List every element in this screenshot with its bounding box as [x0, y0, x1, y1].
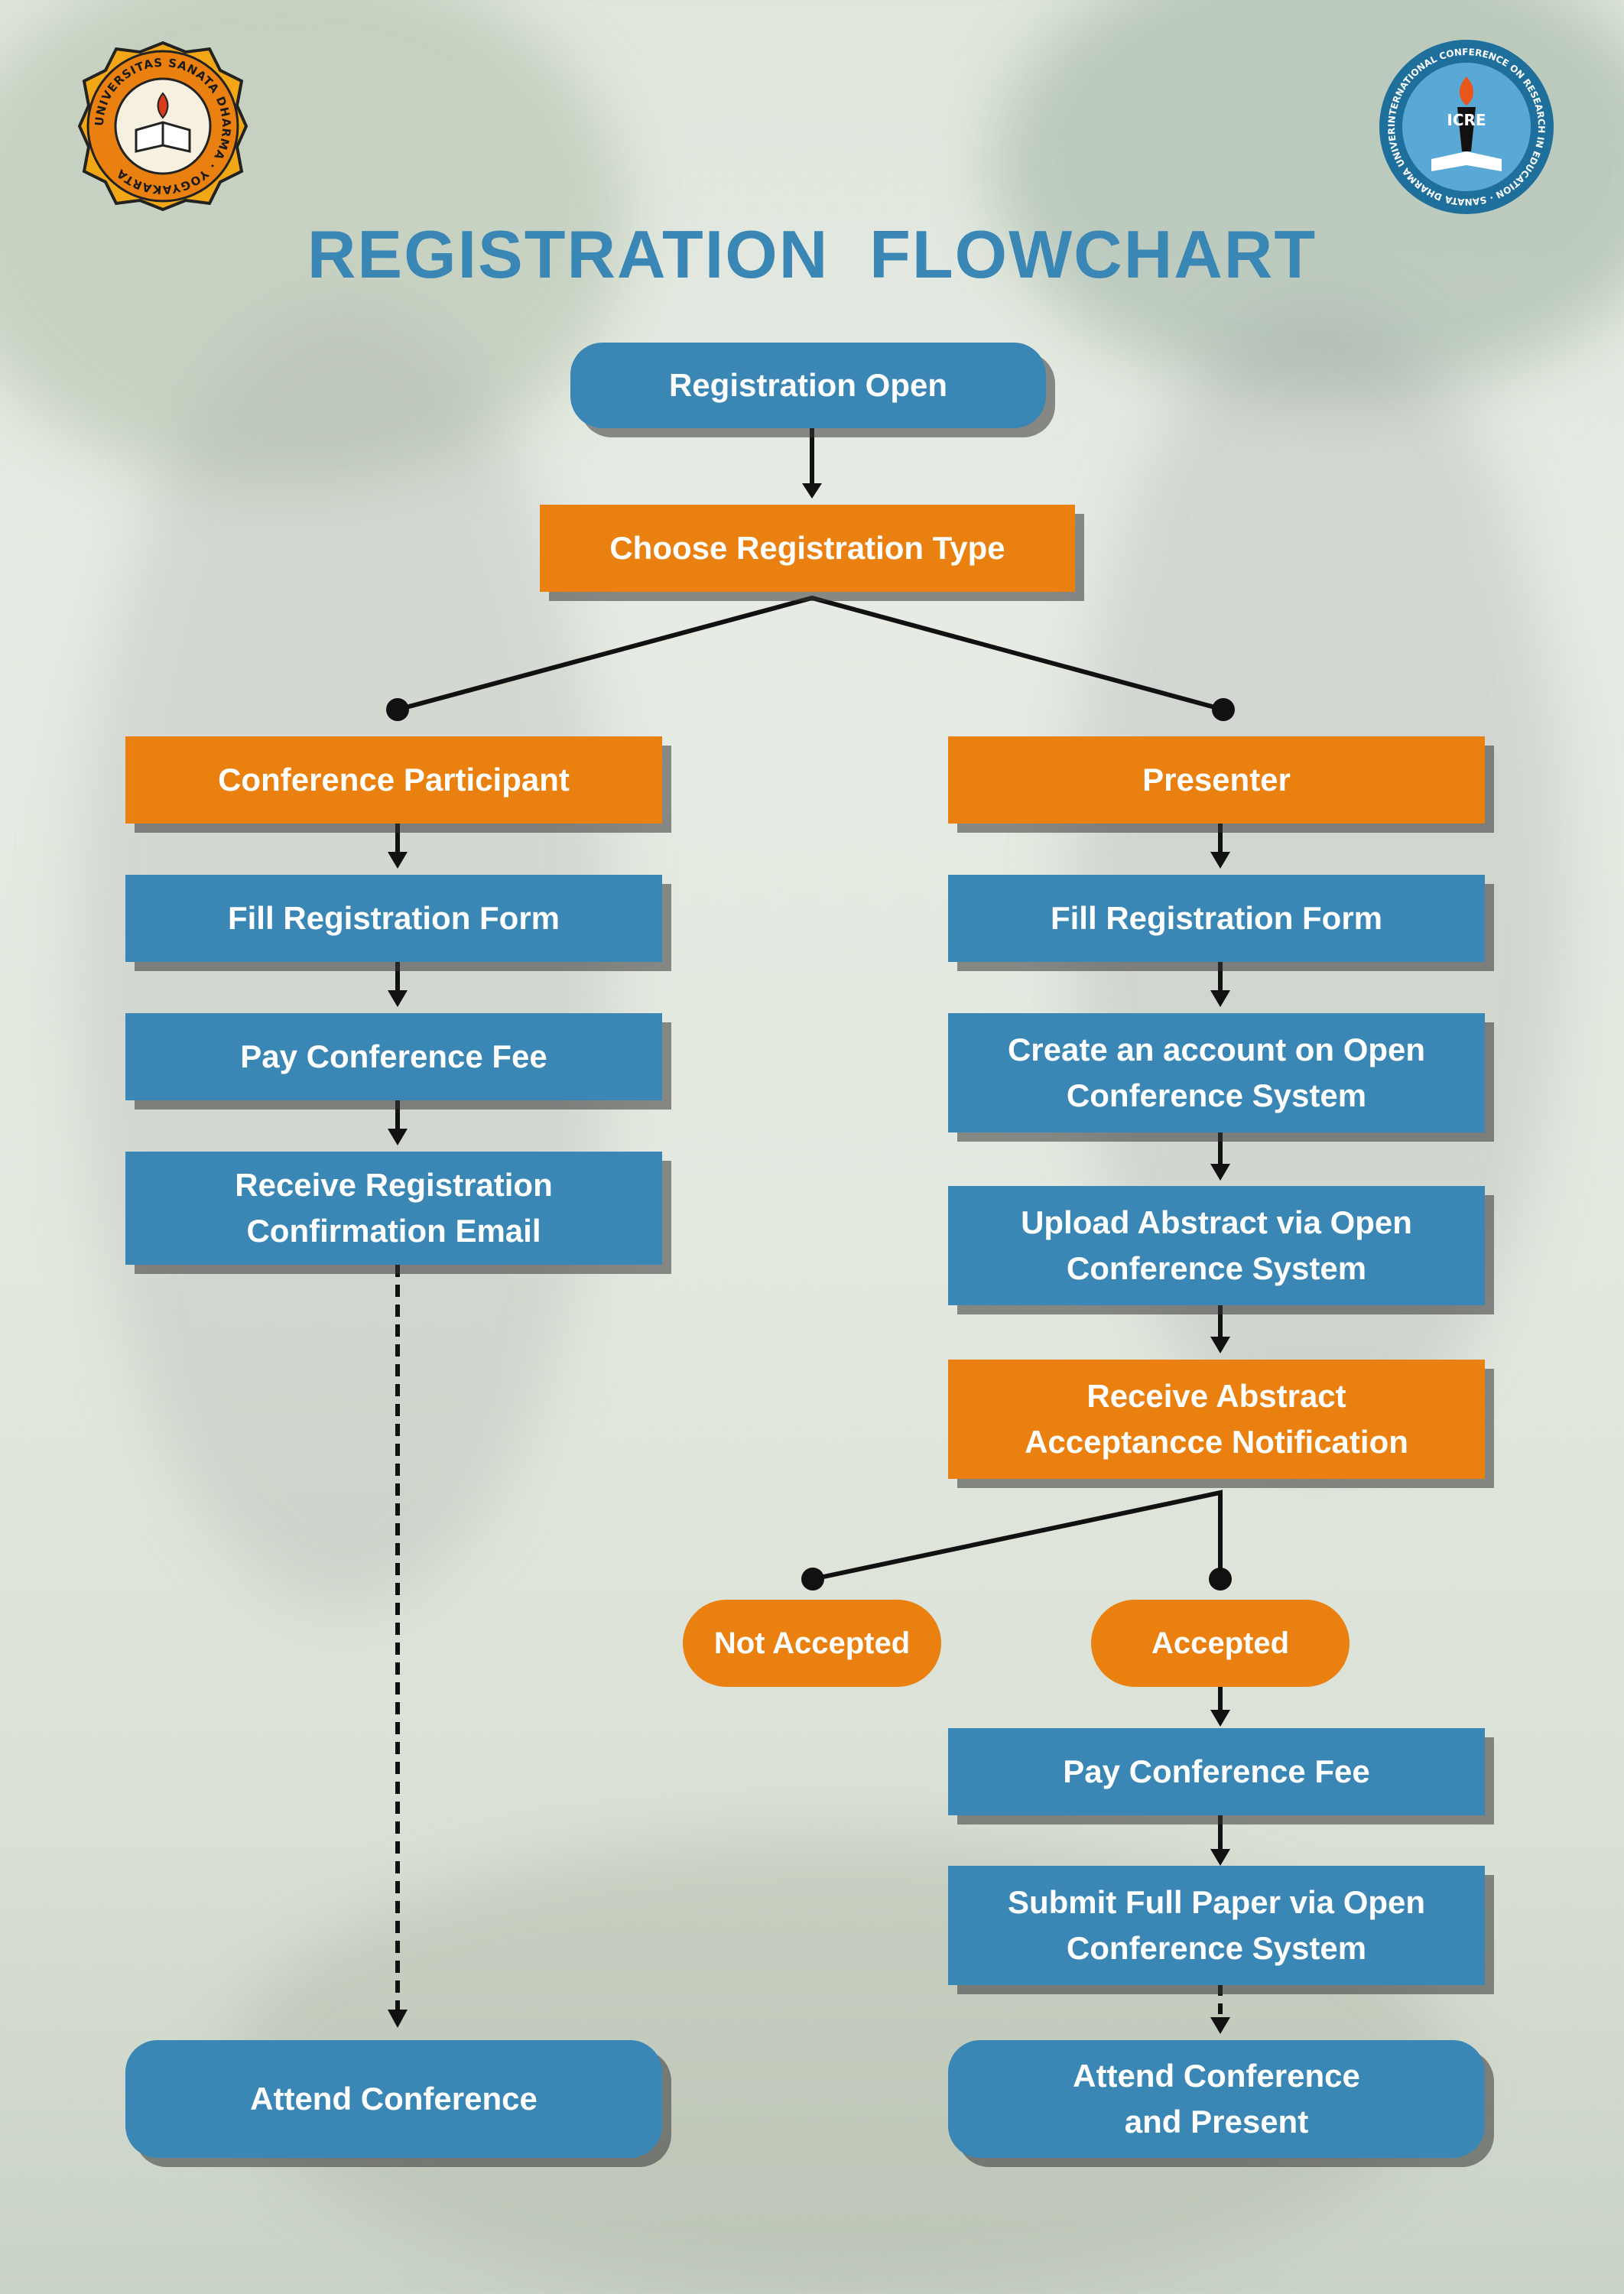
branch-dots [386, 698, 1235, 1591]
confirmation-line-1: Receive Registration [235, 1167, 553, 1203]
accepted-node: Accepted [1091, 1600, 1350, 1687]
notification-line-2: Acceptancce Notification [1025, 1424, 1408, 1460]
branch-registration-type [397, 595, 1224, 712]
attend-and-present-node: Attend Conference and Present [948, 2040, 1485, 2158]
branch-acceptance [812, 1490, 1223, 1581]
presenter-pay-fee-node: Pay Conference Fee [948, 1728, 1485, 1815]
registration-open-label: Registration Open [668, 367, 948, 403]
presenter-fill-form-node: Fill Registration Form [948, 875, 1485, 962]
university-seal-logo: UNIVERSITAS SANATA DHARMA · YOGYAKARTA [75, 38, 251, 214]
choose-type-label: Choose Registration Type [609, 530, 1005, 566]
create-account-node: Create an account on Open Conference Sys… [948, 1013, 1485, 1132]
arrows [388, 428, 1230, 2034]
conference-globe-icon: INTERNATIONAL CONFERENCE ON RESEARCH IN … [1372, 28, 1554, 214]
university-seal-icon: UNIVERSITAS SANATA DHARMA · YOGYAKARTA [77, 41, 248, 212]
participant-pay-fee-node: Pay Conference Fee [125, 1013, 662, 1100]
submit-paper-line-1: Submit Full Paper via Open [1007, 1884, 1426, 1920]
participant-fill-form-node: Fill Registration Form [125, 875, 662, 962]
upload-abstract-node: Upload Abstract via Open Conference Syst… [948, 1186, 1485, 1305]
svg-text:ICRE: ICRE [1447, 111, 1486, 129]
conference-participant-node: Conference Participant [125, 736, 662, 824]
registration-confirmation-node: Receive Registration Confirmation Email [125, 1152, 662, 1265]
presenter-role-label: Presenter [1142, 762, 1291, 798]
presenter-fill-form-label: Fill Registration Form [1050, 900, 1383, 936]
create-account-line-2: Conference System [1066, 1077, 1367, 1113]
presenter-pay-fee-label: Pay Conference Fee [1063, 1753, 1370, 1789]
attend-conference-label: Attend Conference [250, 2081, 538, 2117]
registration-open-node: Registration Open [570, 343, 1046, 428]
participant-pay-fee-label: Pay Conference Fee [240, 1038, 547, 1074]
upload-abstract-line-1: Upload Abstract via Open [1021, 1204, 1412, 1240]
confirmation-line-2: Confirmation Email [246, 1213, 541, 1249]
attend-present-line-1: Attend Conference [1073, 2058, 1360, 2094]
accepted-label: Accepted [1151, 1626, 1290, 1660]
participant-role-label: Conference Participant [218, 762, 570, 798]
participant-fill-form-label: Fill Registration Form [227, 900, 560, 936]
submit-paper-line-2: Conference System [1066, 1930, 1367, 1966]
not-accepted-label: Not Accepted [713, 1626, 911, 1660]
notification-line-1: Receive Abstract [1086, 1378, 1346, 1414]
page-title: REGISTRATION FLOWCHART [307, 216, 1317, 292]
presenter-node: Presenter [948, 736, 1485, 824]
upload-abstract-line-2: Conference System [1066, 1250, 1367, 1286]
submit-full-paper-node: Submit Full Paper via Open Conference Sy… [948, 1866, 1485, 1985]
icre-conference-logo: INTERNATIONAL CONFERENCE ON RESEARCH IN … [1372, 28, 1557, 217]
create-account-line-1: Create an account on Open [1007, 1032, 1426, 1067]
attend-conference-node: Attend Conference [125, 2040, 662, 2158]
not-accepted-node: Not Accepted [683, 1600, 941, 1687]
choose-registration-type-node: Choose Registration Type [540, 505, 1075, 592]
abstract-notification-node: Receive Abstract Acceptancce Notificatio… [948, 1360, 1485, 1479]
attend-present-line-2: and Present [1124, 2104, 1309, 2140]
